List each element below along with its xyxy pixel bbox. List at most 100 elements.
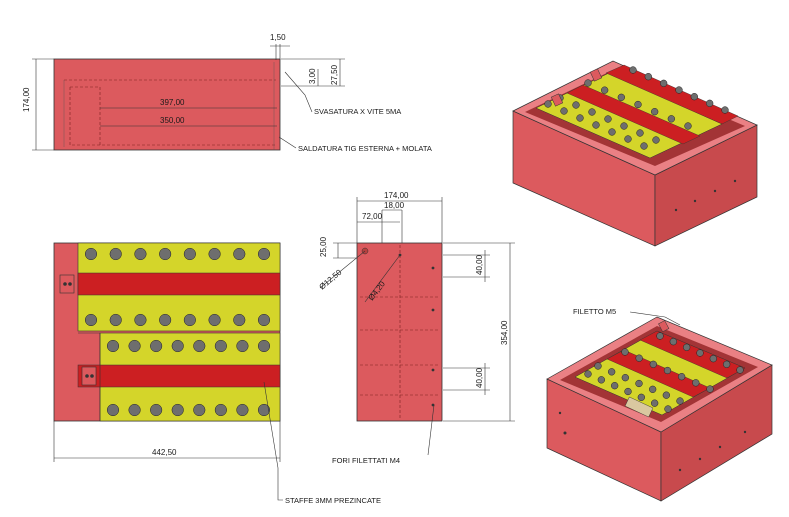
thread-leader bbox=[629, 311, 681, 326]
battery-terminal bbox=[634, 100, 642, 109]
battery-terminal bbox=[683, 343, 691, 351]
battery-terminal bbox=[84, 313, 98, 327]
battery-terminal bbox=[159, 313, 172, 327]
battery-terminal bbox=[608, 368, 616, 376]
battery-terminal bbox=[84, 247, 98, 261]
dim-354-label: 354,00 bbox=[500, 320, 509, 345]
battery-terminal bbox=[736, 366, 744, 374]
weld-leader bbox=[278, 136, 297, 149]
battery-terminal bbox=[588, 108, 596, 116]
battery-terminal bbox=[193, 339, 206, 353]
front-box-body bbox=[53, 58, 281, 151]
dim-wall-label: 1,50 bbox=[270, 33, 286, 42]
battery-terminal bbox=[624, 135, 632, 143]
battery-terminal bbox=[637, 393, 645, 401]
battery-terminal bbox=[678, 373, 686, 381]
iso-view-top bbox=[512, 60, 758, 247]
battery-terminal bbox=[233, 247, 246, 261]
dim-width-label: 442,50 bbox=[152, 448, 177, 457]
battery-terminal bbox=[171, 403, 184, 417]
dim-350-label: 350,00 bbox=[160, 116, 185, 125]
battery-terminal bbox=[660, 79, 668, 87]
battery-terminal bbox=[652, 136, 660, 144]
dim-397-label: 397,00 bbox=[160, 98, 185, 107]
battery-terminal bbox=[663, 366, 672, 375]
inner-step-outline bbox=[70, 86, 101, 145]
battery-terminal bbox=[592, 121, 600, 129]
battery-terminal bbox=[150, 403, 163, 417]
battery-terminal bbox=[584, 79, 592, 87]
battery-terminal bbox=[690, 93, 698, 101]
battery-terminal bbox=[584, 370, 592, 378]
battery-terminal bbox=[134, 247, 147, 261]
battery-terminal bbox=[257, 247, 271, 261]
battery-terminal bbox=[601, 86, 609, 94]
battery-terminal bbox=[576, 114, 584, 122]
battery-terminal bbox=[106, 339, 120, 353]
battery-terminal bbox=[134, 313, 147, 327]
battery-terminal bbox=[664, 405, 672, 413]
iso-top-strap-1 bbox=[566, 84, 701, 145]
battery-terminal bbox=[676, 397, 684, 405]
battery-terminal bbox=[208, 313, 221, 327]
battery-terminal bbox=[635, 354, 643, 362]
battery-terminal bbox=[635, 379, 643, 388]
note-weld: SALDATURA TIG ESTERNA + MOLATA bbox=[298, 144, 432, 153]
battery-terminal bbox=[604, 115, 612, 123]
battery-terminal bbox=[572, 101, 580, 109]
holes-leader bbox=[427, 404, 435, 456]
iso-view-bottom: FILETTO M5 bbox=[546, 307, 773, 502]
dim-3-label: 3,00 bbox=[308, 68, 317, 84]
battery-terminal bbox=[629, 66, 637, 74]
dim-height-label: 174,00 bbox=[22, 87, 31, 112]
battery-terminal bbox=[233, 313, 246, 327]
battery-terminal bbox=[560, 107, 568, 115]
dim-27-label: 27,50 bbox=[330, 64, 339, 85]
battery-terminal bbox=[597, 376, 605, 384]
battery-terminal bbox=[636, 129, 644, 137]
plan-view: 442,50 STAFFE 3MM PREZINCATE bbox=[53, 242, 381, 505]
battery-terminal bbox=[236, 403, 249, 417]
bracket-tab-upper bbox=[59, 274, 75, 294]
battery-terminal bbox=[649, 385, 657, 393]
iso-bottom-terminals bbox=[584, 332, 744, 413]
battery-terminal bbox=[684, 122, 692, 130]
dim-72-label: 72,00 bbox=[362, 212, 383, 221]
battery-terminal bbox=[109, 247, 122, 261]
battery-terminal bbox=[692, 379, 700, 387]
battery-terminal bbox=[128, 339, 141, 353]
dim-25-label: 25,00 bbox=[319, 236, 328, 257]
battery-terminal bbox=[696, 349, 704, 357]
battery-terminal bbox=[159, 247, 172, 261]
battery-terminal bbox=[621, 374, 629, 382]
bracket-tab-lower bbox=[81, 366, 97, 386]
battery-terminal bbox=[709, 355, 717, 363]
note-countersink: SVASATURA X VITE 5MA bbox=[314, 107, 401, 116]
dim-40-bot-label: 40,00 bbox=[475, 367, 484, 388]
battery-terminal bbox=[723, 360, 731, 368]
battery-terminal bbox=[594, 362, 602, 370]
inner-wall-outline bbox=[69, 87, 277, 146]
battery-terminal bbox=[257, 313, 271, 327]
dim-40-top-label: 40,00 bbox=[475, 254, 484, 275]
battery-terminal bbox=[257, 403, 271, 417]
strap-upper bbox=[77, 272, 281, 296]
dim-174-label: 174,00 bbox=[384, 191, 409, 200]
front-section-view: 397,00 350,00 174,00 1,50 27,50 3,00 SVA… bbox=[22, 33, 432, 153]
battery-terminal bbox=[608, 128, 616, 136]
battery-terminal bbox=[651, 108, 659, 116]
note-straps: STAFFE 3MM PREZINCATE bbox=[285, 496, 381, 505]
battery-terminal bbox=[617, 93, 625, 101]
battery-terminal bbox=[640, 142, 648, 150]
battery-terminal bbox=[669, 338, 677, 346]
battery-terminals bbox=[84, 247, 271, 417]
battery-terminal bbox=[611, 382, 619, 390]
battery-terminal bbox=[214, 403, 227, 417]
side-box-body bbox=[356, 242, 443, 422]
battery-terminal bbox=[109, 313, 122, 327]
battery-terminal bbox=[620, 122, 628, 130]
battery-terminal bbox=[644, 73, 652, 81]
battery-terminal bbox=[257, 339, 271, 353]
battery-terminal bbox=[675, 86, 683, 94]
